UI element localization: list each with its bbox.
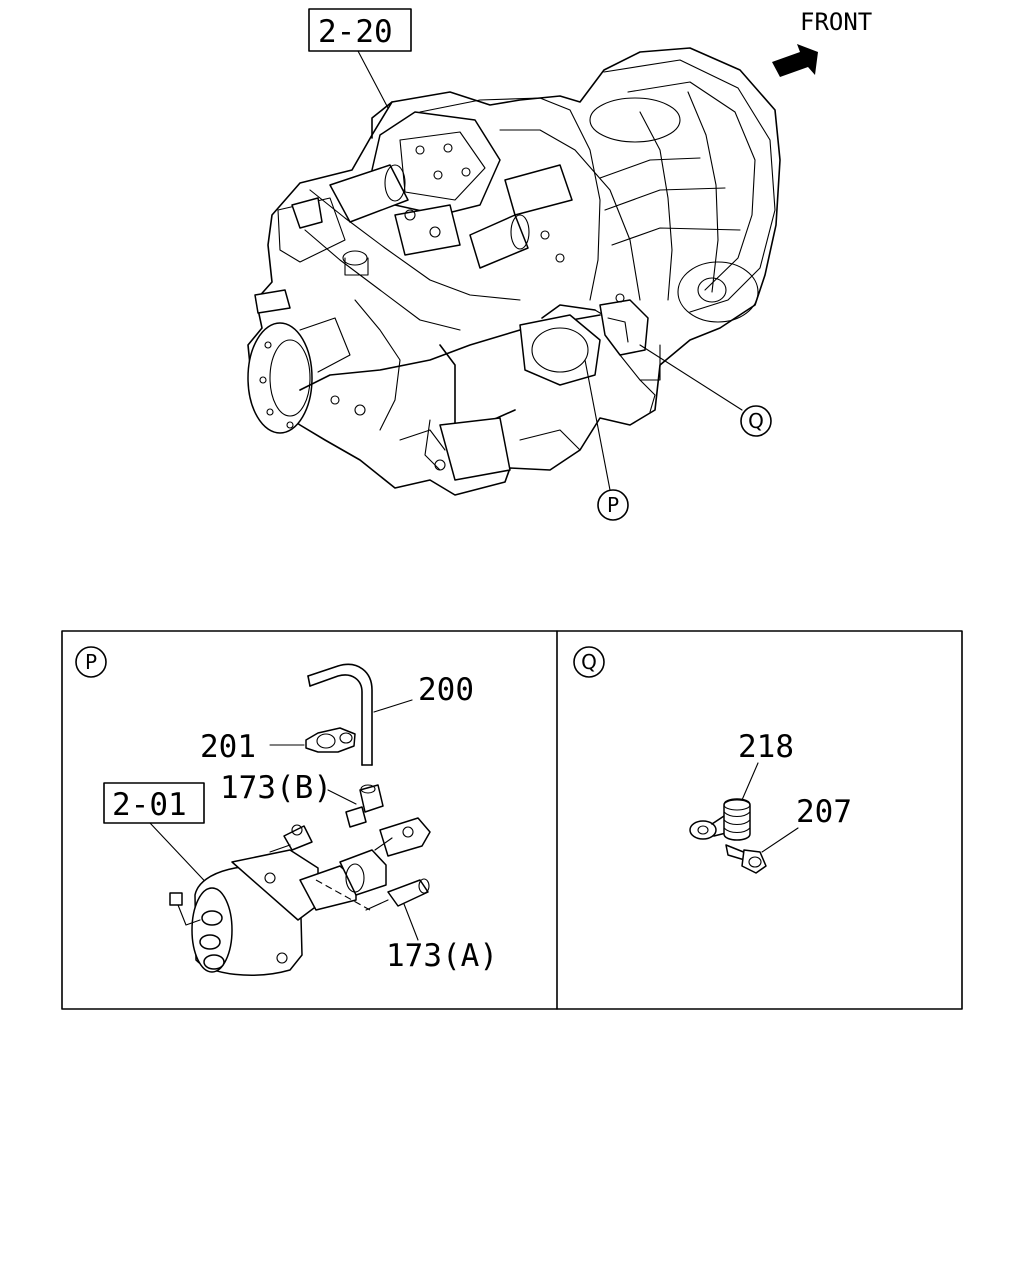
view-marker-p-label: P: [607, 493, 619, 517]
detail-panels-frame: [61, 630, 963, 1010]
detail-panel-q: Q 218 207: [573, 646, 852, 874]
ref-box-2-20-label: 2-20: [318, 14, 393, 50]
view-marker-p: P: [584, 359, 629, 521]
label-200: 200: [418, 672, 474, 708]
label-207: 207: [796, 794, 852, 830]
clutch-booster-assembly: [169, 817, 431, 976]
front-direction-indicator: FRONT: [772, 8, 872, 77]
panel-q-marker: Q: [581, 650, 597, 674]
bolt-207: [725, 844, 767, 874]
transmission-assembly: [247, 47, 781, 496]
front-arrow-icon: [772, 44, 818, 77]
detail-panel-p: P 200 201 173(B) 2-01: [75, 646, 498, 976]
view-marker-q: Q: [639, 344, 772, 437]
ref-2-20-leader: [357, 50, 389, 109]
spring-218: [689, 798, 751, 841]
ref-box-2-20: 2-20: [308, 8, 412, 109]
hose-200: [307, 663, 373, 766]
front-label: FRONT: [800, 8, 872, 36]
label-201: 201: [200, 729, 256, 765]
view-marker-q-label: Q: [748, 409, 764, 433]
fitting-173b: [345, 784, 384, 828]
label-173a: 173(A): [386, 938, 498, 974]
fitting-173a: [365, 878, 430, 911]
clip-201: [305, 727, 356, 753]
label-173b: 173(B): [220, 770, 332, 806]
ref-box-2-01: [103, 782, 205, 824]
label-218: 218: [738, 729, 794, 765]
panel-p-marker: P: [85, 650, 97, 674]
ref-box-2-01-label: 2-01: [112, 787, 187, 823]
